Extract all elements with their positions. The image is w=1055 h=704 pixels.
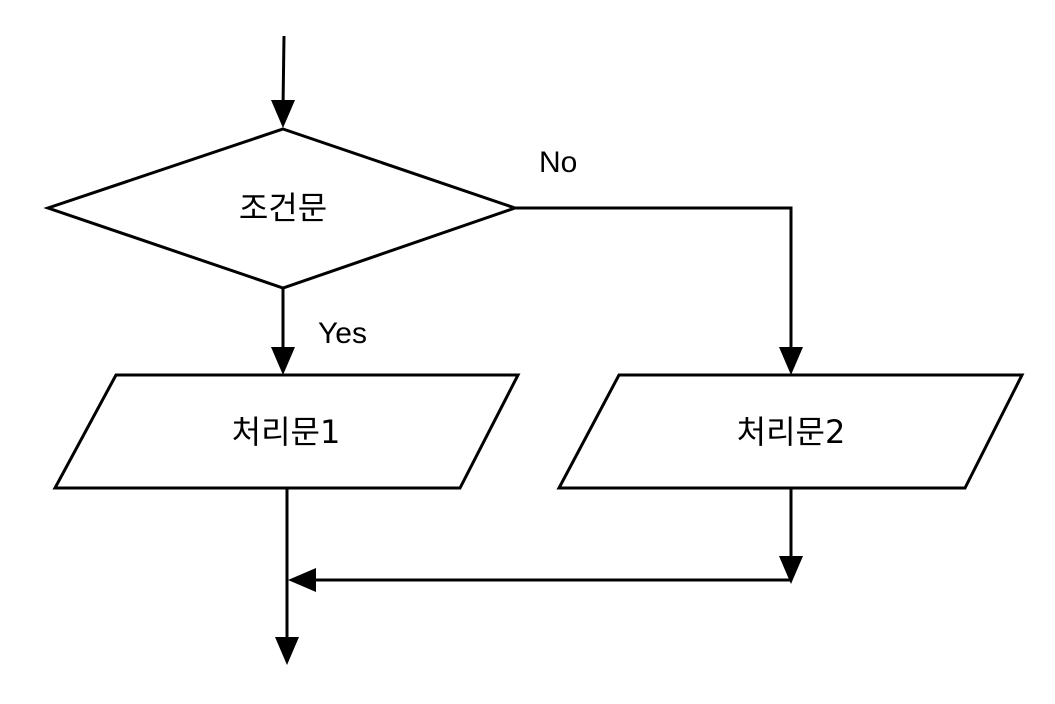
yes-label: Yes — [318, 317, 367, 350]
no-edge: No — [515, 146, 803, 375]
process2-parallelogram — [556, 373, 1025, 490]
yes-edge: Yes — [271, 288, 367, 375]
process1-parallelogram — [52, 373, 521, 490]
process2-merge-edge — [779, 488, 803, 584]
decision-node: 조건문 — [43, 127, 520, 290]
process2-node: 처리문2 — [556, 373, 1025, 490]
decision-label: 조건문 — [239, 189, 327, 227]
exit-arrow — [275, 488, 299, 665]
merge-edge — [288, 568, 791, 592]
entry-arrow — [271, 35, 295, 128]
process2-label: 처리문2 — [737, 413, 846, 451]
no-label: No — [539, 146, 577, 179]
process1-node: 처리문1 — [52, 373, 521, 490]
process1-label: 처리문1 — [232, 413, 341, 451]
